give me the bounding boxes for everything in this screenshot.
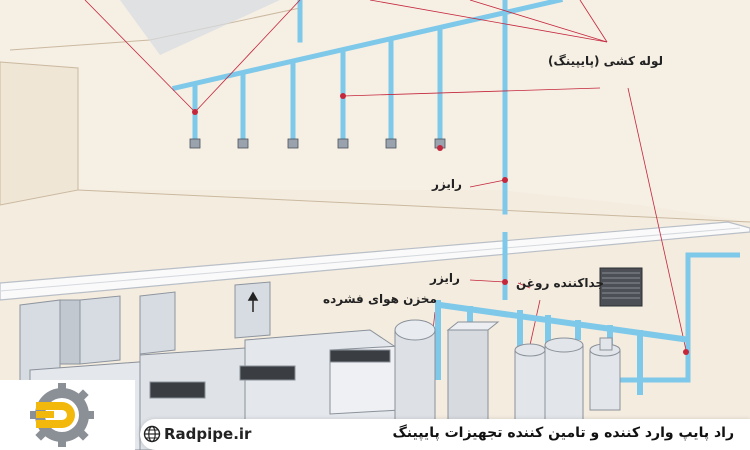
left-wall [0, 61, 79, 206]
piping-label: لوله کشی (پایپینگ) [548, 54, 663, 68]
air-tank-label: مخزن هوای فشرده [323, 292, 437, 306]
skylight [120, 0, 280, 55]
marker-dots [192, 93, 689, 355]
riser-label-top: رایزر [432, 177, 462, 191]
ceiling-area [0, 0, 750, 222]
oil-separator [514, 337, 621, 421]
riser-label-middle: رایزر [430, 271, 460, 285]
footer: Radpipe.ir راد پایپ وارد کننده و تامین ک… [0, 380, 750, 450]
vent-unit [599, 267, 643, 307]
website-link[interactable]: Radpipe.ir [164, 425, 252, 443]
right-main-pipe [502, 232, 740, 383]
company-tagline: راد پایپ وارد کننده و تامین کننده تجهیزا… [392, 425, 734, 441]
dryer-cabinet [446, 321, 500, 421]
oil-separator-label: جداکننده روغن [516, 276, 605, 290]
radpipe-logo-icon [0, 380, 135, 450]
ceiling-beam [0, 221, 750, 301]
leader-lines [84, 0, 687, 351]
globe-icon [143, 425, 161, 443]
air-tank [394, 319, 436, 431]
footer-bar [140, 419, 750, 450]
up-arrow-icon [247, 291, 259, 312]
upper-piping [172, 0, 563, 215]
